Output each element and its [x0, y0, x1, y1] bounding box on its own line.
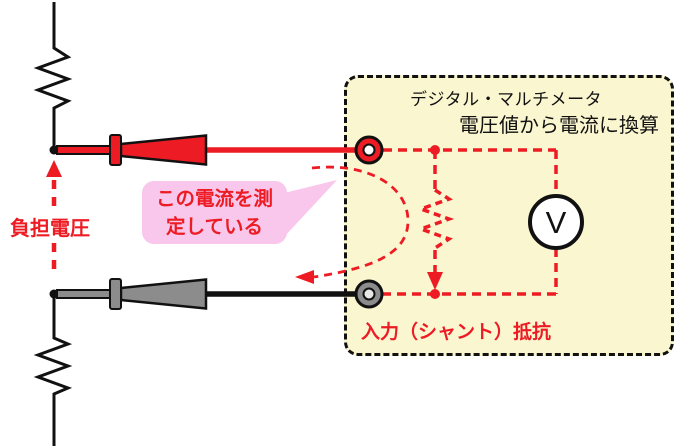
voltmeter-icon: V [528, 194, 584, 250]
burden-voltage-arrow [46, 160, 62, 274]
callout-text-line2: 定している [166, 215, 263, 238]
multimeter-title: デジタル・マルチメータ [410, 90, 603, 109]
callout-bubble: この電流を測 定している [142, 181, 287, 244]
load-resistor-bottom [33, 289, 73, 446]
red-terminal [354, 135, 384, 165]
internal-measure-circuit [383, 145, 558, 299]
red-probe [56, 134, 358, 166]
burden-voltage-label: 負担電圧 [10, 218, 90, 240]
shunt-resistor [415, 188, 455, 250]
current-path-arrow [295, 165, 410, 284]
load-resistor-top [33, 2, 73, 155]
voltmeter-label: V [546, 205, 567, 240]
callout-tail [284, 180, 337, 237]
current-direction-arrow [427, 272, 443, 290]
multimeter-box [344, 75, 674, 356]
black-probe [56, 278, 358, 310]
multimeter-subtitle: 電圧値から電流に換算 [459, 115, 659, 137]
callout-text-line1: この電流を測 [155, 187, 273, 210]
black-terminal [354, 279, 384, 309]
shunt-resistor-label: 入力（シャント）抵抗 [361, 322, 552, 343]
